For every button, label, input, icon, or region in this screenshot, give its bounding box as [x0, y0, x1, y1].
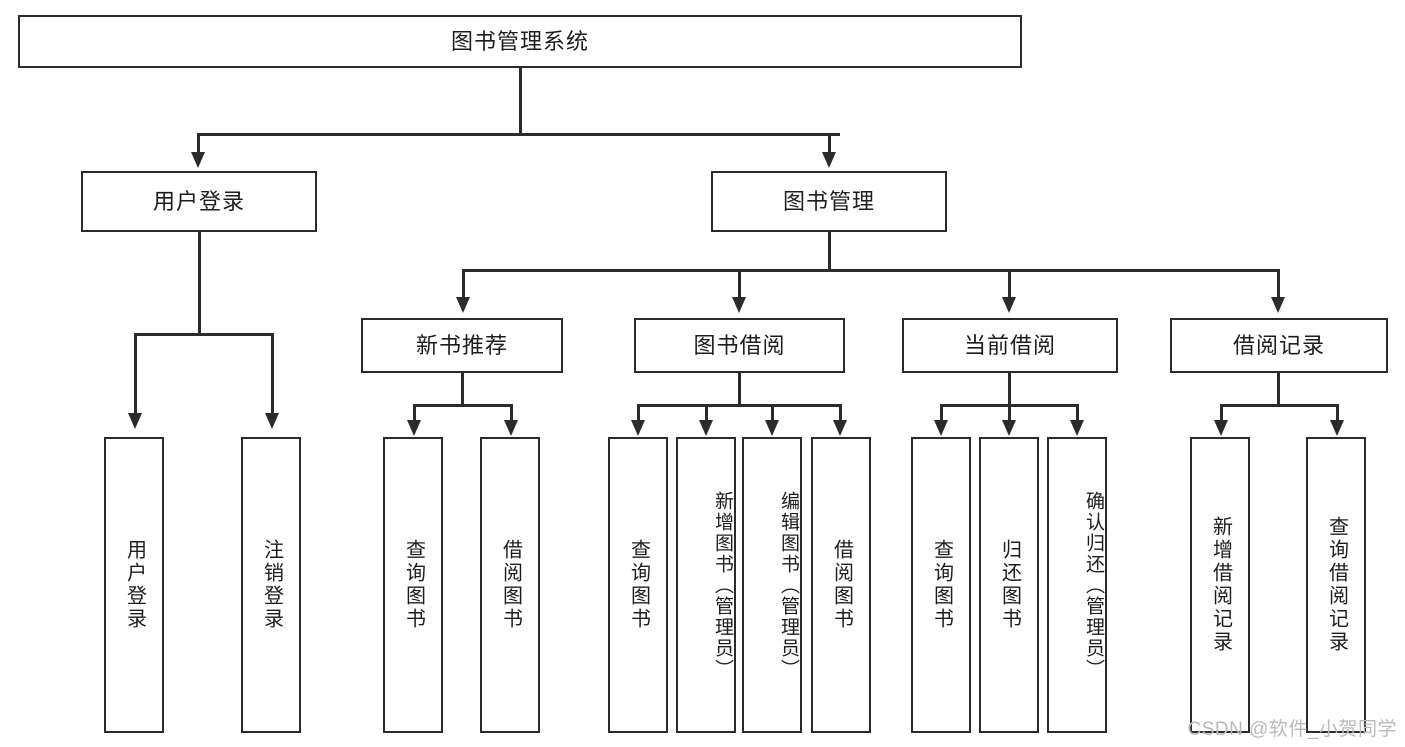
node-label: 查询图书: [402, 539, 425, 631]
connector-current-borrow-to-leaf3: [1076, 404, 1079, 422]
node-root-book-management-system[interactable]: 图书管理系统: [18, 15, 1022, 68]
node-label: 用户登录: [123, 539, 146, 631]
node-book-management[interactable]: 图书管理: [711, 171, 947, 232]
leaf-borrow-books-new[interactable]: 借阅图书: [480, 437, 540, 733]
node-label: 查询图书: [627, 539, 650, 631]
leaf-add-borrow-record[interactable]: 新增借阅记录: [1190, 437, 1250, 733]
arrowhead-user-login-to-leaf2: [265, 413, 279, 429]
node-label: 新书推荐: [415, 332, 508, 358]
node-label: 确认归还（管理员）: [1083, 490, 1104, 680]
arrowhead-root-to-user-login: [191, 152, 205, 168]
node-borrow-records[interactable]: 借阅记录: [1170, 318, 1388, 373]
node-label: 借阅图书: [499, 539, 522, 631]
arrowhead-book-borrow-to-leaf4: [833, 420, 847, 436]
connector-to-new-books: [462, 269, 465, 299]
connector-borrow-records-to-leaf2: [1336, 404, 1339, 422]
connector-level3-bus: [462, 269, 1279, 272]
connector-user-login-bus: [134, 333, 273, 336]
node-label: 借阅记录: [1232, 332, 1325, 358]
leaf-edit-book-admin[interactable]: 编辑图书（管理员）: [742, 437, 802, 733]
node-current-borrow[interactable]: 当前借阅: [902, 318, 1118, 373]
arrowhead-book-borrow-to-leaf2: [699, 420, 713, 436]
arrowhead-to-new-books: [456, 297, 470, 313]
connector-borrow-records-stem: [1277, 373, 1280, 406]
arrowhead-borrow-records-to-leaf2: [1330, 420, 1344, 436]
node-user-login[interactable]: 用户登录: [81, 171, 317, 232]
node-book-borrow[interactable]: 图书借阅: [634, 318, 845, 373]
node-label: 当前借阅: [963, 332, 1056, 358]
connector-user-login-to-leaf1: [134, 333, 137, 415]
connector-book-borrow-to-leaf1: [637, 404, 640, 422]
arrowhead-user-login-to-leaf1: [128, 413, 142, 429]
arrowhead-current-borrow-to-leaf2: [1002, 420, 1016, 436]
arrowhead-root-to-book-management: [822, 152, 836, 168]
node-label: 编辑图书（管理员）: [778, 490, 799, 680]
node-label: 新增图书（管理员）: [712, 490, 733, 680]
connector-to-borrow-records: [1277, 269, 1280, 299]
connector-new-books-to-leaf1: [413, 404, 416, 422]
leaf-logout[interactable]: 注销登录: [241, 437, 301, 733]
node-label: 用户登录: [152, 188, 245, 214]
connector-book-management-stem: [828, 232, 831, 271]
leaf-confirm-return-admin[interactable]: 确认归还（管理员）: [1047, 437, 1107, 733]
leaf-query-borrow-record[interactable]: 查询借阅记录: [1306, 437, 1366, 733]
connector-borrow-records-bus: [1220, 404, 1338, 407]
leaf-borrow-books[interactable]: 借阅图书: [811, 437, 871, 733]
watermark-text: CSDN @软件_小贺同学: [1187, 719, 1397, 740]
leaf-return-books[interactable]: 归还图书: [979, 437, 1039, 733]
node-label: 查询图书: [930, 539, 953, 631]
leaf-query-books-new[interactable]: 查询图书: [383, 437, 443, 733]
connector-book-borrow-bus: [637, 404, 841, 407]
arrowhead-to-borrow-records: [1271, 297, 1285, 313]
connector-new-books-bus: [413, 404, 512, 407]
arrowhead-new-books-to-leaf2: [504, 420, 518, 436]
connector-new-books-stem: [461, 373, 464, 406]
arrowhead-current-borrow-to-leaf3: [1070, 420, 1084, 436]
arrowhead-new-books-to-leaf1: [407, 420, 421, 436]
arrowhead-borrow-records-to-leaf1: [1214, 420, 1228, 436]
leaf-user-login[interactable]: 用户登录: [104, 437, 164, 733]
node-new-book-recommend[interactable]: 新书推荐: [361, 318, 563, 373]
connector-to-book-borrow: [738, 269, 741, 299]
leaf-query-books-borrow[interactable]: 查询图书: [608, 437, 668, 733]
connector-book-borrow-to-leaf4: [839, 404, 842, 422]
node-label: 借阅图书: [830, 539, 853, 631]
connector-root-to-book-management: [828, 133, 831, 154]
arrowhead-book-borrow-to-leaf3: [765, 420, 779, 436]
connector-new-books-to-leaf2: [510, 404, 513, 422]
leaf-add-book-admin[interactable]: 新增图书（管理员）: [676, 437, 736, 733]
arrowhead-current-borrow-to-leaf1: [934, 420, 948, 436]
node-label: 归还图书: [998, 539, 1021, 631]
node-label: 注销登录: [260, 539, 283, 631]
connector-current-borrow-to-leaf2: [1008, 404, 1011, 422]
connector-borrow-records-to-leaf1: [1220, 404, 1223, 422]
connector-book-borrow-to-leaf2: [705, 404, 708, 422]
node-label: 新增借阅记录: [1209, 516, 1232, 654]
connector-root-bus: [197, 133, 840, 136]
connector-user-login-to-leaf2: [271, 333, 274, 415]
leaf-query-books-current[interactable]: 查询图书: [911, 437, 971, 733]
connector-to-current-borrow: [1008, 269, 1011, 299]
node-label: 查询借阅记录: [1325, 516, 1348, 654]
node-label: 图书管理系统: [450, 28, 589, 54]
connector-current-borrow-stem: [1008, 373, 1011, 406]
connector-user-login-stem: [198, 232, 201, 334]
connector-book-borrow-to-leaf3: [771, 404, 774, 422]
arrowhead-to-current-borrow: [1002, 297, 1016, 313]
arrowhead-to-book-borrow: [732, 297, 746, 313]
connector-current-borrow-to-leaf1: [940, 404, 943, 422]
connector-book-borrow-stem: [738, 373, 741, 406]
connector-root-stem: [519, 68, 522, 134]
connector-root-to-user-login: [197, 133, 200, 154]
node-label: 图书借阅: [693, 332, 786, 358]
node-label: 图书管理: [782, 188, 875, 214]
arrowhead-book-borrow-to-leaf1: [631, 420, 645, 436]
